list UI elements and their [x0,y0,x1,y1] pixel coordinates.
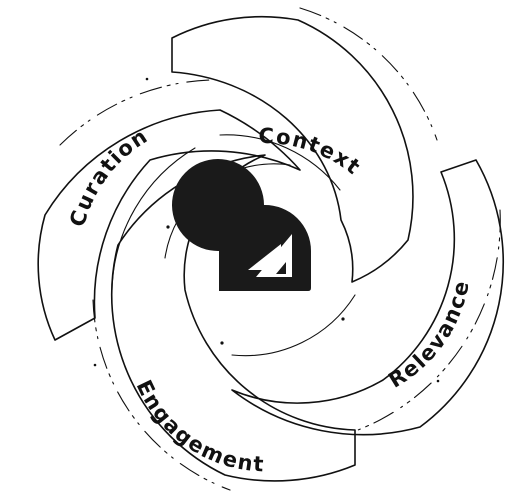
context-label: Context [258,124,365,180]
accent-dot [145,77,149,81]
accent-dot [436,379,440,383]
accent-dots [93,77,440,383]
logo-triangle-gap [276,241,286,274]
relevance-inner-arc [231,294,356,357]
engagement-label: Engagement [132,376,266,476]
relevance-label: Relevance [384,278,474,393]
context-arm-outline [171,15,414,283]
context-arm [171,7,438,283]
accent-dot [220,341,224,345]
accent-dot [166,225,170,229]
curation-inner-arc [111,147,196,291]
relevance-outer-arc [357,209,501,431]
curation-outer-arc [59,79,211,146]
stacked-triangles-logo-icon [172,159,312,291]
curation-arm-outline [37,109,301,341]
curation-arm [37,79,301,341]
accent-dot [93,363,97,367]
context-inner-arc [219,134,341,191]
accent-dot [341,317,345,321]
curation-label: Curation [65,123,152,229]
relevance-arm [231,159,504,436]
context-outer-arc [299,7,438,141]
logo-triangle-front [248,244,281,270]
relevance-arm-outline [231,159,504,436]
engagement-outer-arc [92,299,231,491]
